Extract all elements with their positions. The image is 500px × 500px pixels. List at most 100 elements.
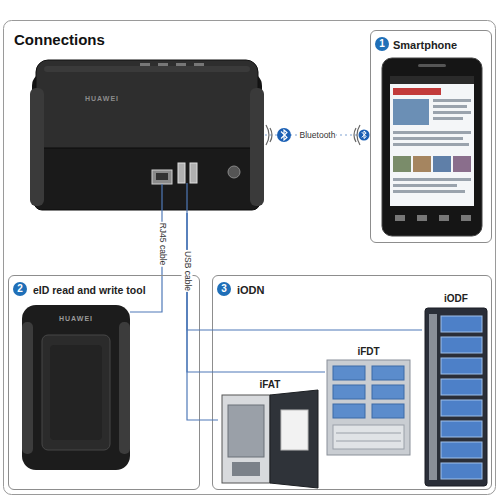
device-indicator [194,63,204,66]
edge-label: Bluetooth [299,130,337,141]
fdt-base-line [336,441,401,442]
screen-line [393,143,469,146]
bluetooth-rune [281,130,287,140]
wireless-link [265,134,370,135]
fat-ports [232,462,260,476]
signal-wave [357,125,360,145]
screen-thumb [453,156,471,172]
callout-number: 1 [375,37,389,51]
fdt-cabinet: iFDT [325,345,412,457]
screen-line [433,117,463,120]
smartphone-panel: Smartphone [370,30,492,243]
signal-wave [270,128,272,142]
node-label: iODF [422,292,490,306]
smartphone-illustration [382,58,482,236]
node-label: iFAT [218,378,322,392]
gateway-device: HUAWEI [30,58,265,213]
device-top-face [36,60,258,150]
fdt-base-line [336,433,401,434]
brand-logo: HUAWEI [46,312,106,326]
fat-door [270,390,318,488]
odf-cabinet: iODF [422,292,490,488]
phone-key [439,215,449,221]
device-shell [32,72,262,210]
power-button [228,166,240,178]
device-indicator [158,63,168,66]
fdt-tray [333,366,365,380]
callout-number: 3 [217,282,231,296]
ifdt-illustration [327,360,410,455]
fdt-tray [372,366,404,380]
odf-module [441,316,482,332]
bluetooth-symbol [354,125,370,145]
odf-module [441,337,482,353]
screen-thumb [393,156,411,172]
tool-body [22,305,130,470]
bluetooth-badge [277,128,291,142]
fdt-base [333,425,404,449]
device-bumper [30,88,44,206]
iodf-illustration [425,308,487,486]
fdt-cabinet [327,360,410,455]
bluetooth-badge [359,130,370,141]
eid-tool-illustration [22,275,162,470]
cable-line [161,213,162,275]
screen-line [393,184,457,187]
fat-box: iFAT [218,378,322,485]
edge-label: USB cable [182,250,193,292]
screen-line [393,178,471,181]
tool-panel: eID read and write tool [8,275,200,490]
cable-line [187,213,422,330]
cable-line [187,213,325,372]
phone-body [382,58,482,236]
fat-door-panel [281,410,308,450]
rj45-port [152,170,172,184]
bluetooth-rune [362,131,366,139]
callout-number: 2 [13,282,27,296]
bluetooth-symbol [266,125,291,145]
phone-screen [390,76,474,206]
phone-key [461,215,471,221]
device-bumper [250,88,264,206]
signal-wave [354,128,356,142]
fat-tray [228,405,264,457]
screen-line [433,105,467,108]
odf-module [441,463,482,479]
tool-bumper [119,322,130,454]
device-indicator [176,63,186,66]
iodn-panel: iODN iODF iFDT iFAT [212,275,492,490]
node-label: iODN [237,283,357,297]
device-indicator [140,63,150,66]
cable-stub [161,184,162,213]
tool-inner-face [50,345,102,440]
screen-line [393,190,465,193]
signal-wave [266,125,269,145]
fdt-tray [333,404,365,418]
fdt-tray [372,404,404,418]
screen-line [433,99,471,102]
screen-line [393,131,471,134]
phone-key [395,215,405,221]
tool-bumper [22,322,33,454]
ifat-illustration [222,390,318,488]
cable-continuation [130,275,162,312]
node-label: eID read and write tool [33,283,197,297]
gateway-device [30,60,264,213]
odf-rack [425,308,487,486]
phone-speaker [418,64,446,67]
edge-label: RJ45 cable [157,222,168,267]
screen-thumb [413,156,431,172]
odf-module [441,421,482,437]
screen-line [393,137,463,140]
tool-panel-face [42,335,110,450]
device-front-face [34,148,260,210]
node-label: iFDT [325,345,412,359]
screen-thumb [433,156,451,172]
cable-line [187,213,218,420]
brand-logo: HUAWEI [85,92,145,106]
fat-box [222,395,270,483]
